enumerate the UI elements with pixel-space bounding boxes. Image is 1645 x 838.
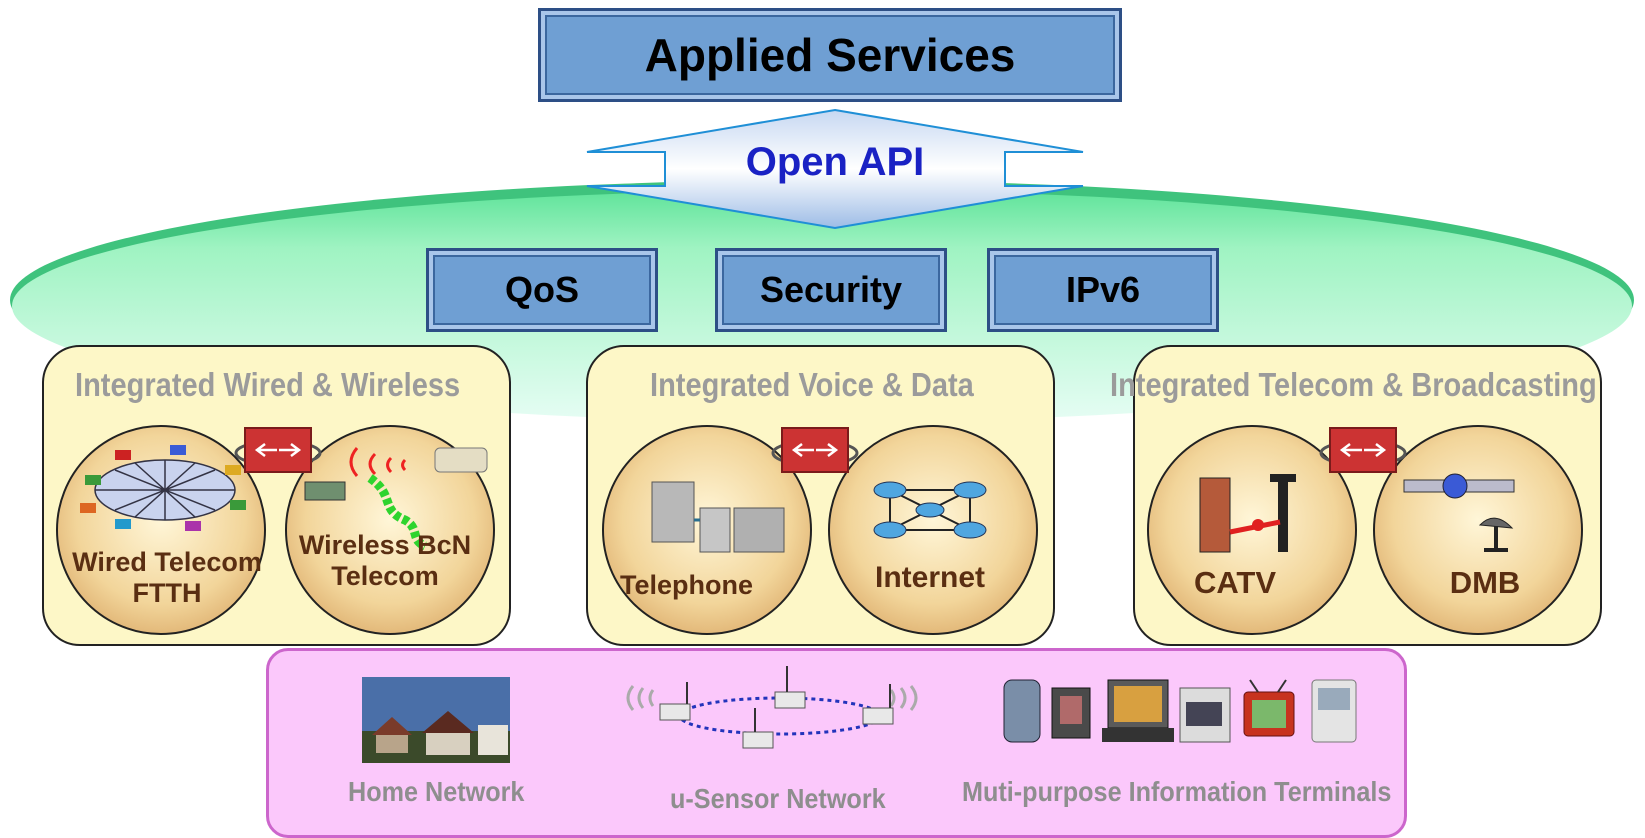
catv-tower-icon bbox=[1199, 474, 1296, 553]
terminals-devices-icon bbox=[1003, 679, 1357, 743]
catv-label: CATV bbox=[1193, 565, 1277, 600]
open-api-label: Open API bbox=[745, 140, 925, 184]
u-sensor-network-icon bbox=[626, 666, 918, 749]
wireless-telecom-label-line1: Wireless BcN bbox=[298, 530, 472, 560]
wireless-telecom-label: Wireless BcN Telecom bbox=[290, 530, 480, 592]
terminals-label: Muti-purpose Information Terminals bbox=[962, 776, 1392, 807]
internet-label: Internet bbox=[874, 561, 985, 594]
dmb-label: DMB bbox=[1449, 565, 1521, 600]
panel-title-telecom-broadcasting: Integrated Telecom & Broadcasting bbox=[1110, 366, 1597, 403]
connector-icon-1 bbox=[234, 427, 322, 473]
security-label: Security bbox=[759, 269, 903, 310]
u-sensor-network-label: u-Sensor Network bbox=[670, 783, 886, 814]
connector-icon-3 bbox=[1319, 427, 1407, 473]
wireless-telecom-label-line2: Telecom bbox=[331, 561, 439, 591]
wired-telecom-label-line1: Wired Telecom bbox=[72, 547, 262, 577]
wired-network-icon bbox=[80, 445, 246, 531]
telephone-server-icon bbox=[651, 481, 785, 553]
home-network-label: Home Network bbox=[348, 776, 525, 807]
panel-title-voice-data: Integrated Voice & Data bbox=[650, 366, 974, 403]
qos-box: QoS bbox=[426, 248, 658, 332]
wireless-antenna-icon bbox=[304, 447, 488, 550]
security-box: Security bbox=[715, 248, 947, 332]
router-network-icon bbox=[873, 481, 987, 539]
wired-telecom-label-line2: FTTH bbox=[132, 578, 202, 608]
dmb-circle bbox=[1373, 425, 1583, 635]
panel-title-wired-wireless: Integrated Wired & Wireless bbox=[75, 366, 461, 403]
ipv6-box: IPv6 bbox=[987, 248, 1219, 332]
home-network-image bbox=[362, 677, 510, 763]
ipv6-label: IPv6 bbox=[1065, 269, 1141, 310]
connector-icon-2 bbox=[771, 427, 859, 473]
dmb-satellite-icon bbox=[1403, 473, 1515, 552]
applied-services-label: Applied Services bbox=[644, 29, 1016, 81]
telephone-label: Telephone bbox=[620, 570, 754, 600]
qos-label: QoS bbox=[504, 269, 579, 310]
open-api-arrow bbox=[586, 108, 1084, 230]
applied-services-box: Applied Services bbox=[538, 8, 1122, 102]
wired-telecom-label: Wired Telecom FTTH bbox=[72, 547, 262, 609]
